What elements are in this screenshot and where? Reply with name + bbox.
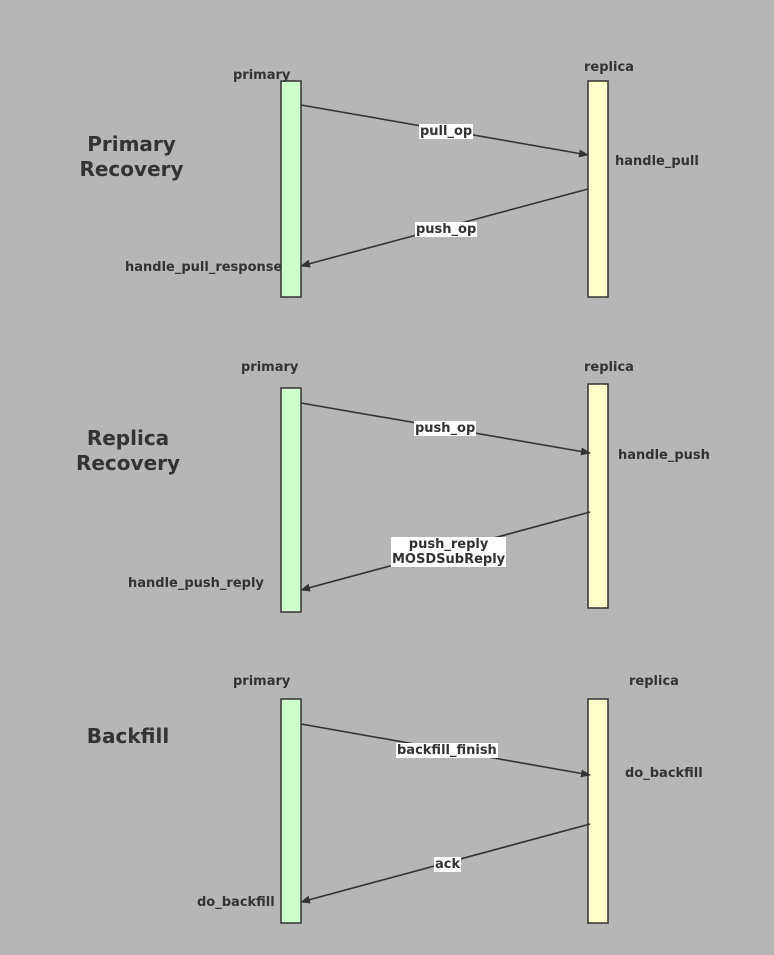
primary-lifeline-bar [280, 387, 302, 613]
replica-handler-label: handle_push [618, 448, 710, 463]
reply-message-label: ack [434, 857, 462, 872]
replica-lifeline-label: replica [584, 360, 634, 375]
reply-message-line: ack [435, 857, 461, 872]
reply-message-label: push_op [415, 222, 478, 237]
section-title-line: Recovery [79, 157, 184, 181]
request-message-label: push_op [414, 421, 477, 436]
reply-message-line: push_op [416, 222, 477, 237]
section-title-line: Backfill [86, 724, 170, 748]
replica-lifeline-bar [587, 383, 609, 609]
primary-handler-label: handle_pull_response [125, 260, 283, 275]
section-title-line: Primary [87, 132, 176, 156]
replica-lifeline-label: replica [629, 674, 679, 689]
replica-handler-label: do_backfill [625, 766, 703, 781]
reply-message-line: MOSDSubReply [392, 552, 506, 567]
request-message-label: pull_op [419, 124, 474, 139]
primary-handler-label: handle_push_reply [128, 576, 264, 591]
section-title: Backfill [70, 724, 186, 749]
primary-handler-label: do_backfill [197, 895, 275, 910]
primary-lifeline-bar [280, 698, 302, 924]
section-title: Primary Recovery [60, 132, 203, 182]
replica-lifeline-bar [587, 80, 609, 298]
section-title-line: Replica [86, 426, 170, 450]
primary-lifeline-label: primary [233, 674, 291, 689]
reply-message-line: push_reply [408, 537, 489, 552]
section-title: Replica Recovery [60, 426, 196, 476]
replica-lifeline-bar [587, 698, 609, 924]
replica-lifeline-label: replica [584, 60, 634, 75]
request-message-label: backfill_finish [396, 743, 498, 758]
reply-message-label: push_reply MOSDSubReply [391, 537, 507, 567]
primary-lifeline-label: primary [241, 360, 299, 375]
primary-lifeline-label: primary [233, 68, 291, 83]
replica-handler-label: handle_pull [615, 154, 699, 169]
section-title-line: Recovery [75, 451, 181, 475]
primary-lifeline-bar [280, 80, 302, 298]
